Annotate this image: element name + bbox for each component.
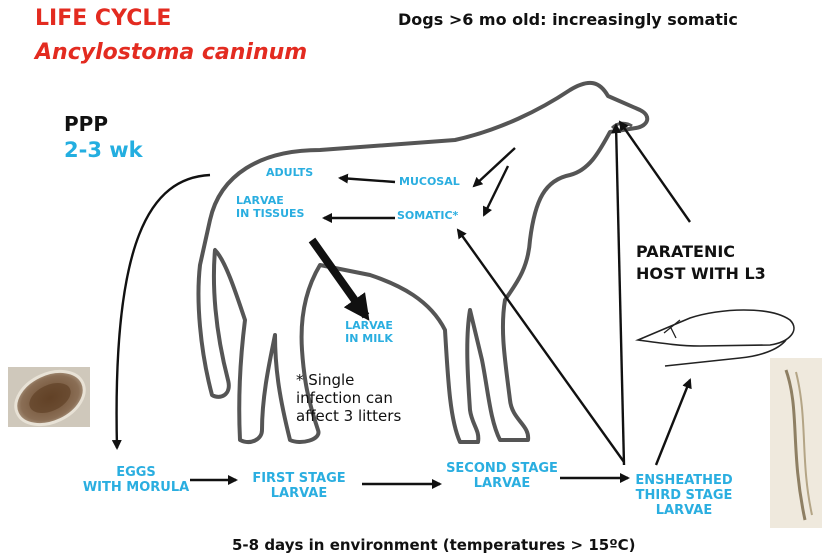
paratenic-label: PARATENIC HOST WITH L3 <box>636 241 766 286</box>
footnote-single-infection: * Single infection can affect 3 litters <box>296 371 401 425</box>
header-note: Dogs >6 mo old: increasingly somatic <box>398 10 738 29</box>
stage-larvae-milk-line2: IN MILK <box>342 333 396 346</box>
title-life-cycle: LIFE CYCLE <box>35 6 171 31</box>
paratenic-line2: HOST WITH L3 <box>636 263 766 285</box>
stage-third-line3: LARVAE <box>630 504 738 519</box>
ppp-label: PPP <box>64 112 108 136</box>
stage-larvae-milk: LARVAE IN MILK <box>342 320 396 345</box>
stage-somatic: SOMATIC* <box>397 210 458 223</box>
stage-larvae-tissues-line2: IN TISSUES <box>236 208 304 221</box>
stage-second: SECOND STAGE LARVAE <box>444 462 560 492</box>
arrow-tissues-to-milk <box>312 240 366 316</box>
stage-third-line2: THIRD STAGE <box>630 489 738 504</box>
paratenic-line1: PARATENIC <box>636 241 766 263</box>
environment-note: 5-8 days in environment (temperatures > … <box>232 536 636 554</box>
stage-adults: ADULTS <box>266 167 313 180</box>
stage-larvae-milk-line1: LARVAE <box>342 320 396 333</box>
arrow-mucosal-to-adults <box>340 178 395 182</box>
footnote-line3: affect 3 litters <box>296 407 401 425</box>
stage-second-line2: LARVAE <box>444 477 560 492</box>
stage-second-line1: SECOND STAGE <box>444 462 560 477</box>
stage-larvae-tissues: LARVAE IN TISSUES <box>236 195 304 220</box>
stage-larvae-tissues-line1: LARVAE <box>236 195 304 208</box>
arrow-third-to-mouth <box>616 125 624 465</box>
arrow-head-to-mucosal <box>474 148 515 186</box>
stage-first-line2: LARVAE <box>240 487 358 502</box>
stage-third-line1: ENSHEATHED <box>630 474 738 489</box>
title-species: Ancylostoma caninum <box>35 40 307 65</box>
stage-third: ENSHEATHED THIRD STAGE LARVAE <box>630 474 738 519</box>
footnote-line2: infection can <box>296 389 401 407</box>
stage-eggs-line2: WITH MORULA <box>80 481 192 496</box>
stage-mucosal: MUCOSAL <box>399 176 460 189</box>
larva-photo <box>770 358 822 528</box>
egg-photo <box>7 361 93 435</box>
stage-eggs-line1: EGGS <box>80 466 192 481</box>
paratenic-host-sketch <box>638 310 794 346</box>
ppp-value: 2-3 wk <box>64 138 143 162</box>
stage-first-line1: FIRST STAGE <box>240 472 358 487</box>
stage-eggs: EGGS WITH MORULA <box>80 466 192 496</box>
stage-first: FIRST STAGE LARVAE <box>240 472 358 502</box>
dog-outline <box>199 83 648 442</box>
arrow-adults-to-eggs <box>117 175 210 448</box>
footnote-line1: * Single <box>296 371 401 389</box>
arrow-paratenic-to-mouth <box>620 122 690 222</box>
arrow-third-to-paratenic <box>656 380 690 465</box>
arrow-third-to-somatic <box>458 230 624 462</box>
